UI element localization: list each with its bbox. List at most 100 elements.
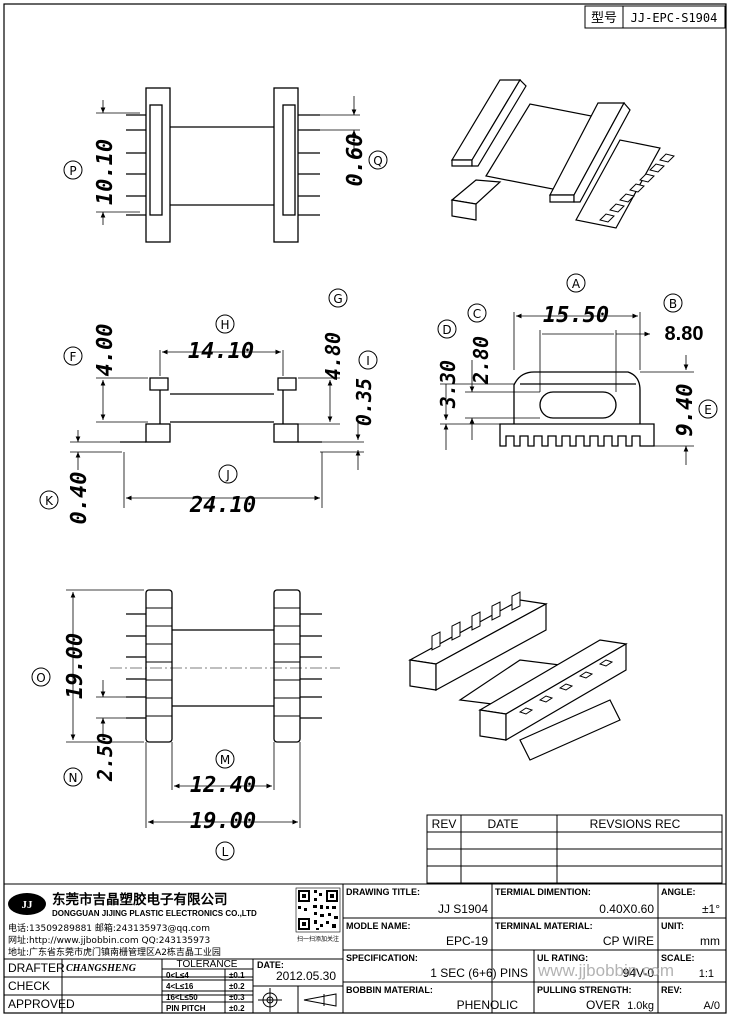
ul-value: 94V-0	[623, 966, 655, 980]
company-logo: JJ	[8, 893, 46, 915]
model-name-label: MODLE NAME:	[346, 921, 411, 931]
drafter-label: DRAFTER	[8, 961, 65, 975]
marker-f-text: F	[70, 350, 77, 364]
side-view	[440, 312, 694, 465]
scale-value: 1:1	[699, 968, 714, 980]
model-box-label: 型号	[591, 11, 617, 26]
dim-q-text: 0.60	[343, 134, 368, 187]
drawing-title-label: DRAWING TITLE:	[346, 887, 420, 897]
marker-a-text: A	[572, 277, 581, 291]
marker-e-text: E	[704, 403, 712, 417]
marker-p-text: P	[69, 164, 76, 178]
front-view	[70, 349, 364, 508]
marker-p: P	[63, 160, 83, 180]
marker-h-text: H	[220, 318, 229, 332]
tolerance-range-2: 4<L≤16	[166, 982, 194, 991]
rev-table-header-rec: REVSIONS REC	[590, 817, 681, 831]
angle-label: ANGLE:	[661, 887, 696, 897]
dim-a-text: 15.50	[543, 303, 609, 328]
model-box: 型号 JJ-EPC-S1904	[584, 5, 726, 29]
pulling-label: PULLING STRENGTH:	[537, 985, 632, 995]
bottom-view-pins	[126, 613, 322, 719]
tolerance-value-4: ±0.2	[229, 1004, 245, 1013]
company-address: 地址:广东省东莞市虎门镇南栅管理区A2栋吉晶工业园	[8, 946, 221, 958]
dim-m-text: 12.40	[190, 773, 256, 798]
dim-j-text: 24.10	[189, 493, 256, 518]
ul-label: UL RATING:	[537, 953, 588, 963]
marker-b: B	[663, 293, 683, 313]
projection-symbol	[258, 988, 337, 1012]
dim-d-text: 3.30	[436, 360, 460, 409]
terminal-dim-value: 0.40X0.60	[599, 902, 654, 916]
unit-value: mm	[700, 934, 720, 948]
marker-l: L	[215, 841, 235, 861]
watermark: www.jjbobbin.com	[537, 961, 674, 980]
marker-j-text: J	[225, 468, 230, 482]
rev-table-header-rev: REV	[432, 817, 457, 831]
dim-c-text: 2.80	[469, 336, 493, 385]
dim-l-text: 19.00	[190, 809, 256, 834]
marker-b-text: B	[669, 297, 677, 311]
marker-o-text: O	[36, 671, 45, 685]
marker-l-text: L	[222, 845, 229, 859]
bobbin-material-label: BOBBIN MATERIAL:	[346, 985, 433, 995]
dim-n-text: 2.50	[93, 733, 117, 782]
company-name-cn: 东莞市吉晶塑胶电子有限公司	[52, 891, 228, 908]
tolerance-range-3: 16<L≤50	[166, 993, 198, 1002]
tolerance-value-2: ±0.2	[229, 982, 245, 991]
marker-k-text: K	[45, 494, 54, 508]
marker-i: I	[358, 350, 378, 370]
marker-c: C	[467, 303, 487, 323]
marker-o: O	[31, 667, 51, 687]
tolerance-value-1: ±0.1	[229, 971, 245, 980]
pulling-value-a: OVER	[586, 998, 620, 1012]
dim-o-text: 19.00	[63, 633, 88, 699]
dim-e-text: 9.40	[673, 384, 698, 437]
unit-label: UNIT:	[661, 921, 684, 931]
check-label: CHECK	[8, 979, 50, 993]
rev-label: REV:	[661, 985, 682, 995]
angle-value: ±1°	[702, 902, 720, 916]
top-view-pins	[126, 114, 320, 216]
qr-code	[295, 887, 341, 933]
marker-j: J	[218, 464, 238, 484]
marker-n-text: N	[69, 771, 78, 785]
dim-p-text: 10.10	[93, 139, 118, 205]
marker-g: G	[328, 288, 348, 308]
tolerance-range-4: PIN PITCH	[166, 1004, 206, 1013]
qr-caption: 扫一扫添加关注	[297, 935, 339, 943]
approved-label: APPROVED	[8, 997, 75, 1011]
top-view	[96, 87, 360, 243]
dim-h-text: 14.10	[188, 339, 254, 364]
scale-label: SCALE:	[661, 953, 695, 963]
dim-f-text: 4.00	[93, 324, 118, 377]
marker-f: F	[63, 346, 83, 366]
terminal-material-value: CP WIRE	[603, 934, 654, 948]
rev-table-header-date: DATE	[487, 817, 518, 831]
date-label: DATE:	[257, 960, 284, 970]
company-phone: 电话:13509289881 邮箱:243135973@qq.com	[8, 922, 210, 934]
spec-label: SPECIFICATION:	[346, 953, 418, 963]
spec-value: 1 SEC (6+6) PINS	[430, 966, 528, 980]
marker-k: K	[39, 490, 59, 510]
company-web: 网址:http://www.jjbobbin.com QQ:243135973	[8, 934, 210, 946]
marker-h: H	[215, 314, 235, 334]
terminal-dim-label: TERMIAL DIMENTION:	[495, 887, 591, 897]
company-logo-text: JJ	[22, 899, 34, 911]
drawing-title-value: JJ S1904	[438, 902, 488, 916]
marker-m: M	[215, 749, 235, 769]
marker-c-text: C	[473, 307, 481, 321]
tolerance-range-1: 0<L≤4	[166, 971, 189, 980]
isometric-view-bottom	[408, 591, 628, 761]
marker-i-text: I	[366, 354, 370, 368]
marker-d-text: D	[442, 323, 451, 337]
dim-i2-text: 0.35	[352, 378, 376, 426]
bobbin-material-value: PHENOLIC	[457, 998, 519, 1012]
model-name-value: EPC-19	[446, 934, 488, 948]
marker-d: D	[437, 319, 457, 339]
revision-table	[426, 814, 723, 884]
marker-n: N	[63, 767, 83, 787]
drafter-value: CHANGSHENG	[66, 963, 137, 974]
tolerance-title: TOLERANCE	[177, 959, 238, 970]
